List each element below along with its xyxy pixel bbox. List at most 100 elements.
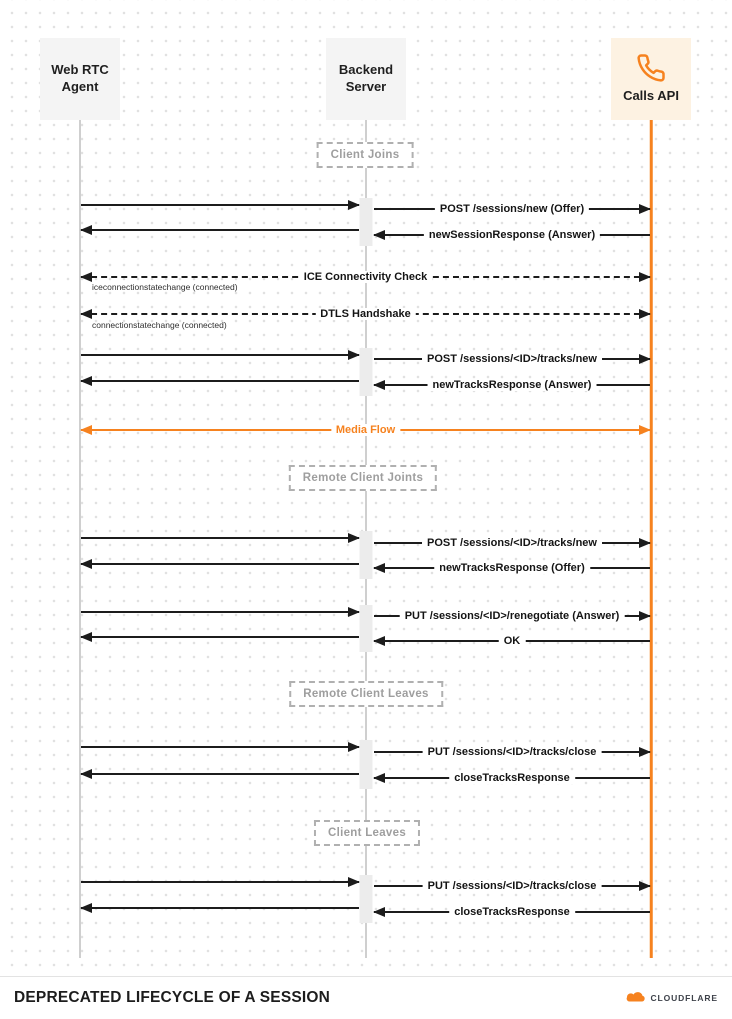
arrowhead-left-icon [80,559,92,569]
calls-api-actor: Calls API [611,38,691,120]
arrowhead-left-icon [80,632,92,642]
message-label: PUT /sessions/<ID>/tracks/close [422,746,602,758]
arrowhead-left-icon [80,425,92,435]
message-arrow [80,556,360,572]
arrowhead-right-icon [639,747,651,757]
arrow-line [81,907,359,909]
message-arrow: DTLS Handshake [80,306,651,322]
message-arrow: POST /sessions/<ID>/tracks/new [373,351,651,367]
arrowhead-left-icon [373,380,385,390]
arrow-line [81,229,359,231]
message-arrow: POST /sessions/new (Offer) [373,201,651,217]
event-note: iceconnectionstatechange (connected) [92,282,238,292]
calls-api-lifeline [649,120,653,958]
arrowhead-right-icon [348,742,360,752]
page-title: DEPRECATED LIFECYCLE OF A SESSION [14,989,331,1006]
arrowhead-right-icon [639,611,651,621]
arrowhead-right-icon [639,354,651,364]
activation-bar [359,605,373,652]
arrow-line [81,563,359,565]
arrow-line [81,746,359,748]
message-arrow [80,347,360,363]
message-label: PUT /sessions/<ID>/tracks/close [422,880,602,892]
arrowhead-right-icon [639,204,651,214]
message-label: newTracksResponse (Answer) [427,379,597,391]
arrow-line [81,204,359,206]
message-label: newSessionResponse (Answer) [423,229,601,241]
arrowhead-right-icon [348,533,360,543]
message-label: closeTracksResponse [449,906,575,918]
calls-api-label: Calls API [623,88,679,104]
section-label: Client Joins [316,142,414,168]
cloudflare-logo-icon [625,989,646,1007]
arrow-line [81,354,359,356]
message-arrow: PUT /sessions/<ID>/tracks/close [373,878,651,894]
message-arrow: newTracksResponse (Offer) [373,560,651,576]
message-arrow [80,900,360,916]
arrowhead-left-icon [80,272,92,282]
message-label: ICE Connectivity Check [298,271,433,283]
arrowhead-left-icon [80,376,92,386]
brand: CLOUDFLARE [625,989,718,1007]
message-arrow [80,530,360,546]
arrowhead-left-icon [80,225,92,235]
message-arrow: closeTracksResponse [373,904,651,920]
section-label: Remote Client Joints [288,465,438,491]
arrow-line [81,881,359,883]
arrowhead-left-icon [80,903,92,913]
phone-icon [636,53,666,83]
arrowhead-left-icon [373,907,385,917]
arrowhead-left-icon [373,230,385,240]
message-arrow [80,739,360,755]
message-arrow: closeTracksResponse [373,770,651,786]
arrowhead-right-icon [348,607,360,617]
message-arrow: POST /sessions/<ID>/tracks/new [373,535,651,551]
message-arrow [80,629,360,645]
message-arrow: Media Flow [80,422,651,438]
arrowhead-right-icon [639,425,651,435]
arrowhead-right-icon [639,272,651,282]
arrow-line [81,611,359,613]
message-arrow: OK [373,633,651,649]
arrow-line [81,537,359,539]
activation-bar [359,198,373,246]
activation-bar [359,348,373,396]
arrow-line [81,773,359,775]
arrowhead-left-icon [80,769,92,779]
message-arrow [80,197,360,213]
arrow-line [81,636,359,638]
message-label: POST /sessions/new (Offer) [434,203,590,215]
message-arrow: ICE Connectivity Check [80,269,651,285]
activation-bar [359,740,373,789]
message-label: Media Flow [330,424,401,436]
message-arrow: PUT /sessions/<ID>/renegotiate (Answer) [373,608,651,624]
message-label: POST /sessions/<ID>/tracks/new [422,537,602,549]
message-label: closeTracksResponse [449,772,575,784]
arrowhead-right-icon [348,200,360,210]
footer: DEPRECATED LIFECYCLE OF A SESSION CLOUDF… [0,976,732,1019]
message-label: OK [498,635,526,647]
message-arrow: newSessionResponse (Answer) [373,227,651,243]
webrtc-agent-lifeline [79,120,81,958]
arrow-line [81,380,359,382]
message-arrow [80,222,360,238]
message-arrow: newTracksResponse (Answer) [373,377,651,393]
arrowhead-right-icon [639,538,651,548]
activation-bar [359,531,373,579]
message-label: POST /sessions/<ID>/tracks/new [422,353,602,365]
message-label: PUT /sessions/<ID>/renegotiate (Answer) [399,610,625,622]
arrowhead-right-icon [639,881,651,891]
message-label: newTracksResponse (Offer) [434,562,590,574]
section-label: Remote Client Leaves [289,681,443,707]
message-label: DTLS Handshake [315,308,416,320]
message-arrow [80,874,360,890]
brand-wordmark: CLOUDFLARE [650,993,718,1003]
section-label: Client Leaves [313,820,421,846]
arrowhead-left-icon [373,773,385,783]
arrowhead-right-icon [348,350,360,360]
